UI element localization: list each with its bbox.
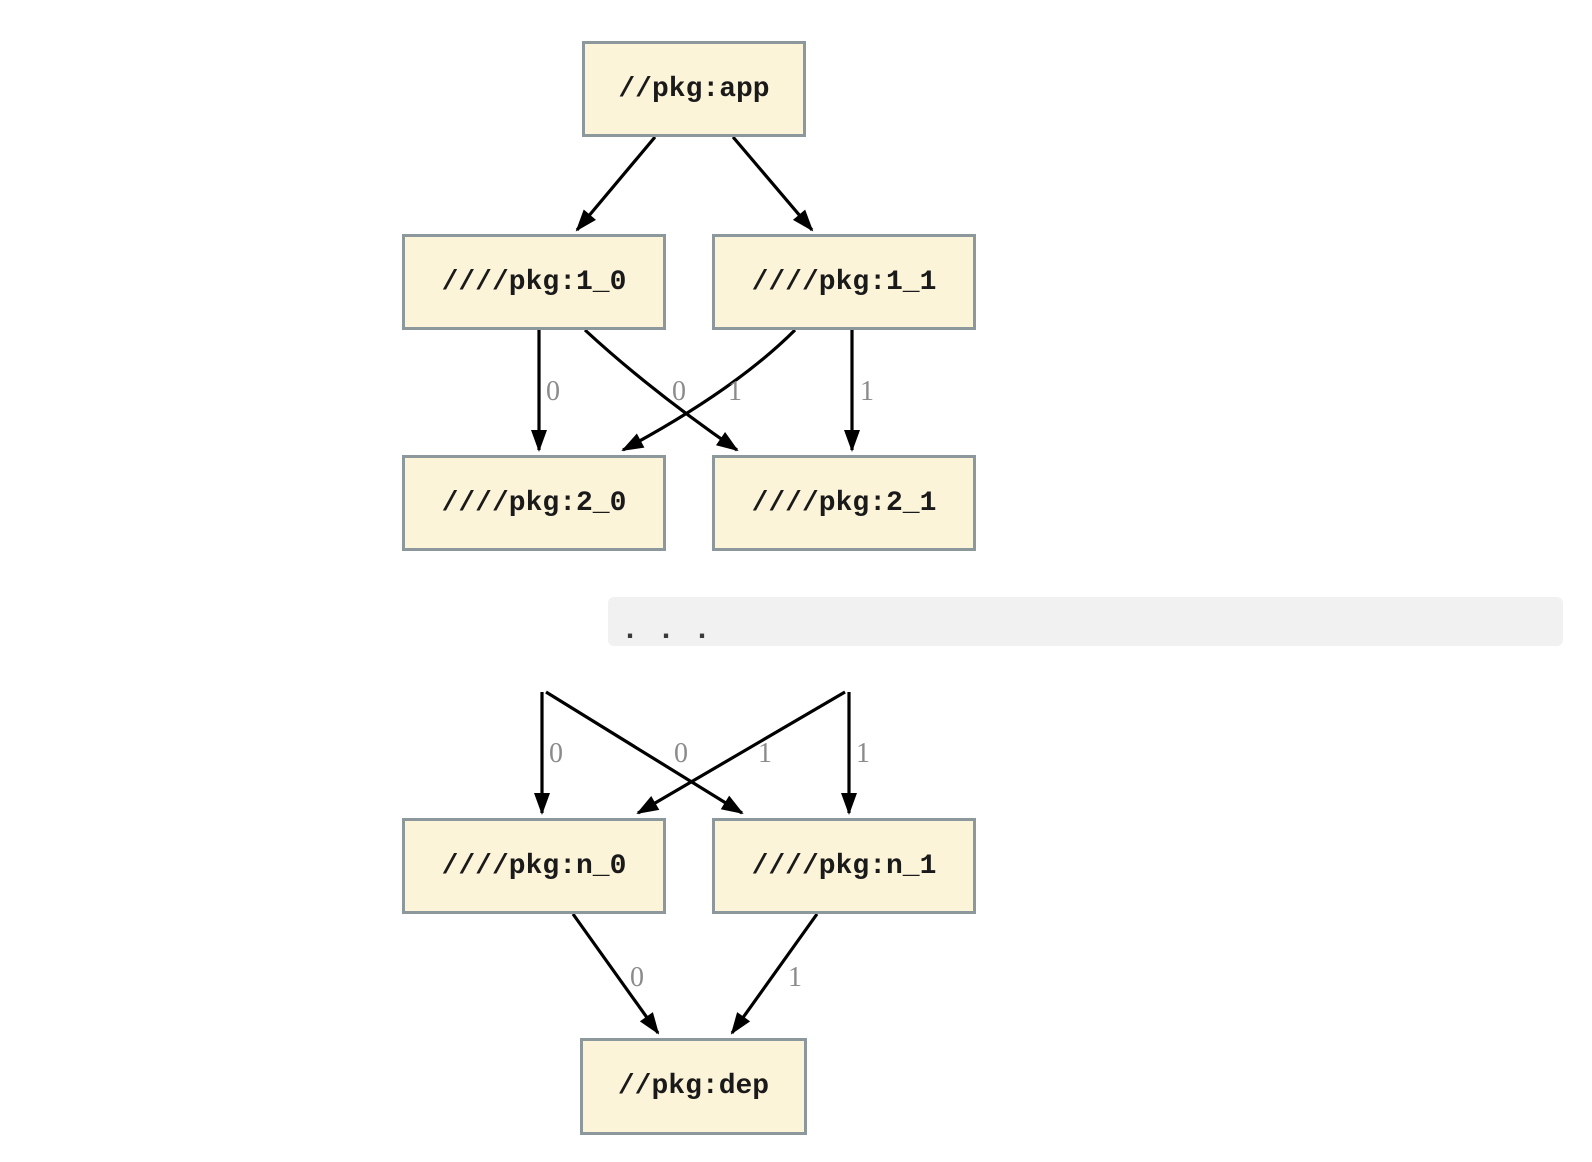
node-pkg-n_0: ////pkg:n_0 [402, 818, 666, 914]
edge-label-n_0-a: 0 [549, 738, 563, 769]
edge-label-n_1-b: 1 [856, 738, 870, 769]
edge-label-n_1-dep: 1 [788, 962, 802, 993]
edge-label-1_0-2_1: 1 [728, 376, 742, 407]
node-pkg-app: //pkg:app [582, 41, 806, 137]
edge-1_0-to-2_1 [583, 328, 739, 452]
edge-app-to-1_1 [731, 135, 814, 232]
node-pkg-app-label: //pkg:app [618, 73, 770, 105]
node-pkg-n_1: ////pkg:n_1 [712, 818, 976, 914]
node-pkg-1_0-label: ////pkg:1_0 [441, 266, 627, 298]
edge-label-n_1-a: 1 [758, 738, 772, 769]
edge-ellipsis2-to-n_0 [636, 690, 846, 815]
node-pkg-2_1-label: ////pkg:2_1 [751, 487, 937, 519]
node-pkg-n_0-label: ////pkg:n_0 [441, 850, 627, 882]
ellipsis-band: . . . [608, 597, 1563, 646]
edge-n_1-to-dep [730, 913, 819, 1035]
node-pkg-dep: //pkg:dep [580, 1038, 807, 1135]
edge-ellipsis-to-n_1 [545, 690, 744, 815]
edge-n_0-to-dep [571, 913, 660, 1035]
node-pkg-1_0: ////pkg:1_0 [402, 234, 666, 330]
edge-1_1-to-2_0 [621, 328, 797, 452]
edge-app-to-1_0 [575, 135, 657, 232]
node-pkg-1_1: ////pkg:1_1 [712, 234, 976, 330]
node-pkg-dep-label: //pkg:dep [617, 1071, 770, 1102]
edge-label-n_0-b: 0 [674, 738, 688, 769]
node-pkg-2_1: ////pkg:2_1 [712, 455, 976, 551]
edge-label-1_1-2_1: 1 [860, 376, 874, 407]
node-pkg-n_1-label: ////pkg:n_1 [751, 850, 937, 882]
node-pkg-1_1-label: ////pkg:1_1 [751, 266, 937, 298]
edge-label-1_0-2_0: 0 [546, 376, 560, 407]
edge-label-n_0-dep: 0 [630, 962, 644, 993]
node-pkg-2_0: ////pkg:2_0 [402, 455, 666, 551]
node-pkg-2_0-label: ////pkg:2_0 [441, 487, 627, 519]
ellipsis-dots: . . . [621, 614, 712, 648]
edge-label-1_1-2_0: 0 [672, 376, 686, 407]
